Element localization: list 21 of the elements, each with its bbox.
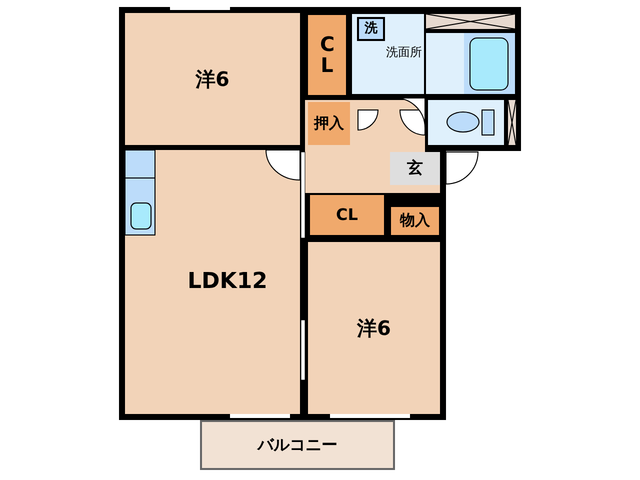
room-label: LDK12 bbox=[188, 270, 268, 294]
room-label: 洗 bbox=[364, 22, 378, 36]
room-label: 洋6 bbox=[357, 318, 391, 338]
room bbox=[310, 195, 384, 235]
room bbox=[390, 152, 440, 185]
room bbox=[308, 102, 350, 145]
room-label: 物入 bbox=[400, 213, 430, 229]
room-label: 玄 bbox=[407, 160, 423, 177]
room-label: 洗面所 bbox=[386, 46, 422, 59]
room bbox=[125, 13, 300, 145]
room-label: C L bbox=[320, 34, 334, 76]
room bbox=[308, 242, 440, 414]
balcony bbox=[200, 420, 395, 470]
room-label: CL bbox=[336, 206, 358, 224]
room-label: 洋6 bbox=[196, 68, 230, 90]
room-label: バルコニー bbox=[258, 436, 338, 454]
washer-box bbox=[357, 17, 385, 41]
room bbox=[308, 15, 346, 95]
room bbox=[391, 207, 439, 235]
room-label: 押入 bbox=[314, 116, 344, 132]
room bbox=[352, 14, 424, 94]
